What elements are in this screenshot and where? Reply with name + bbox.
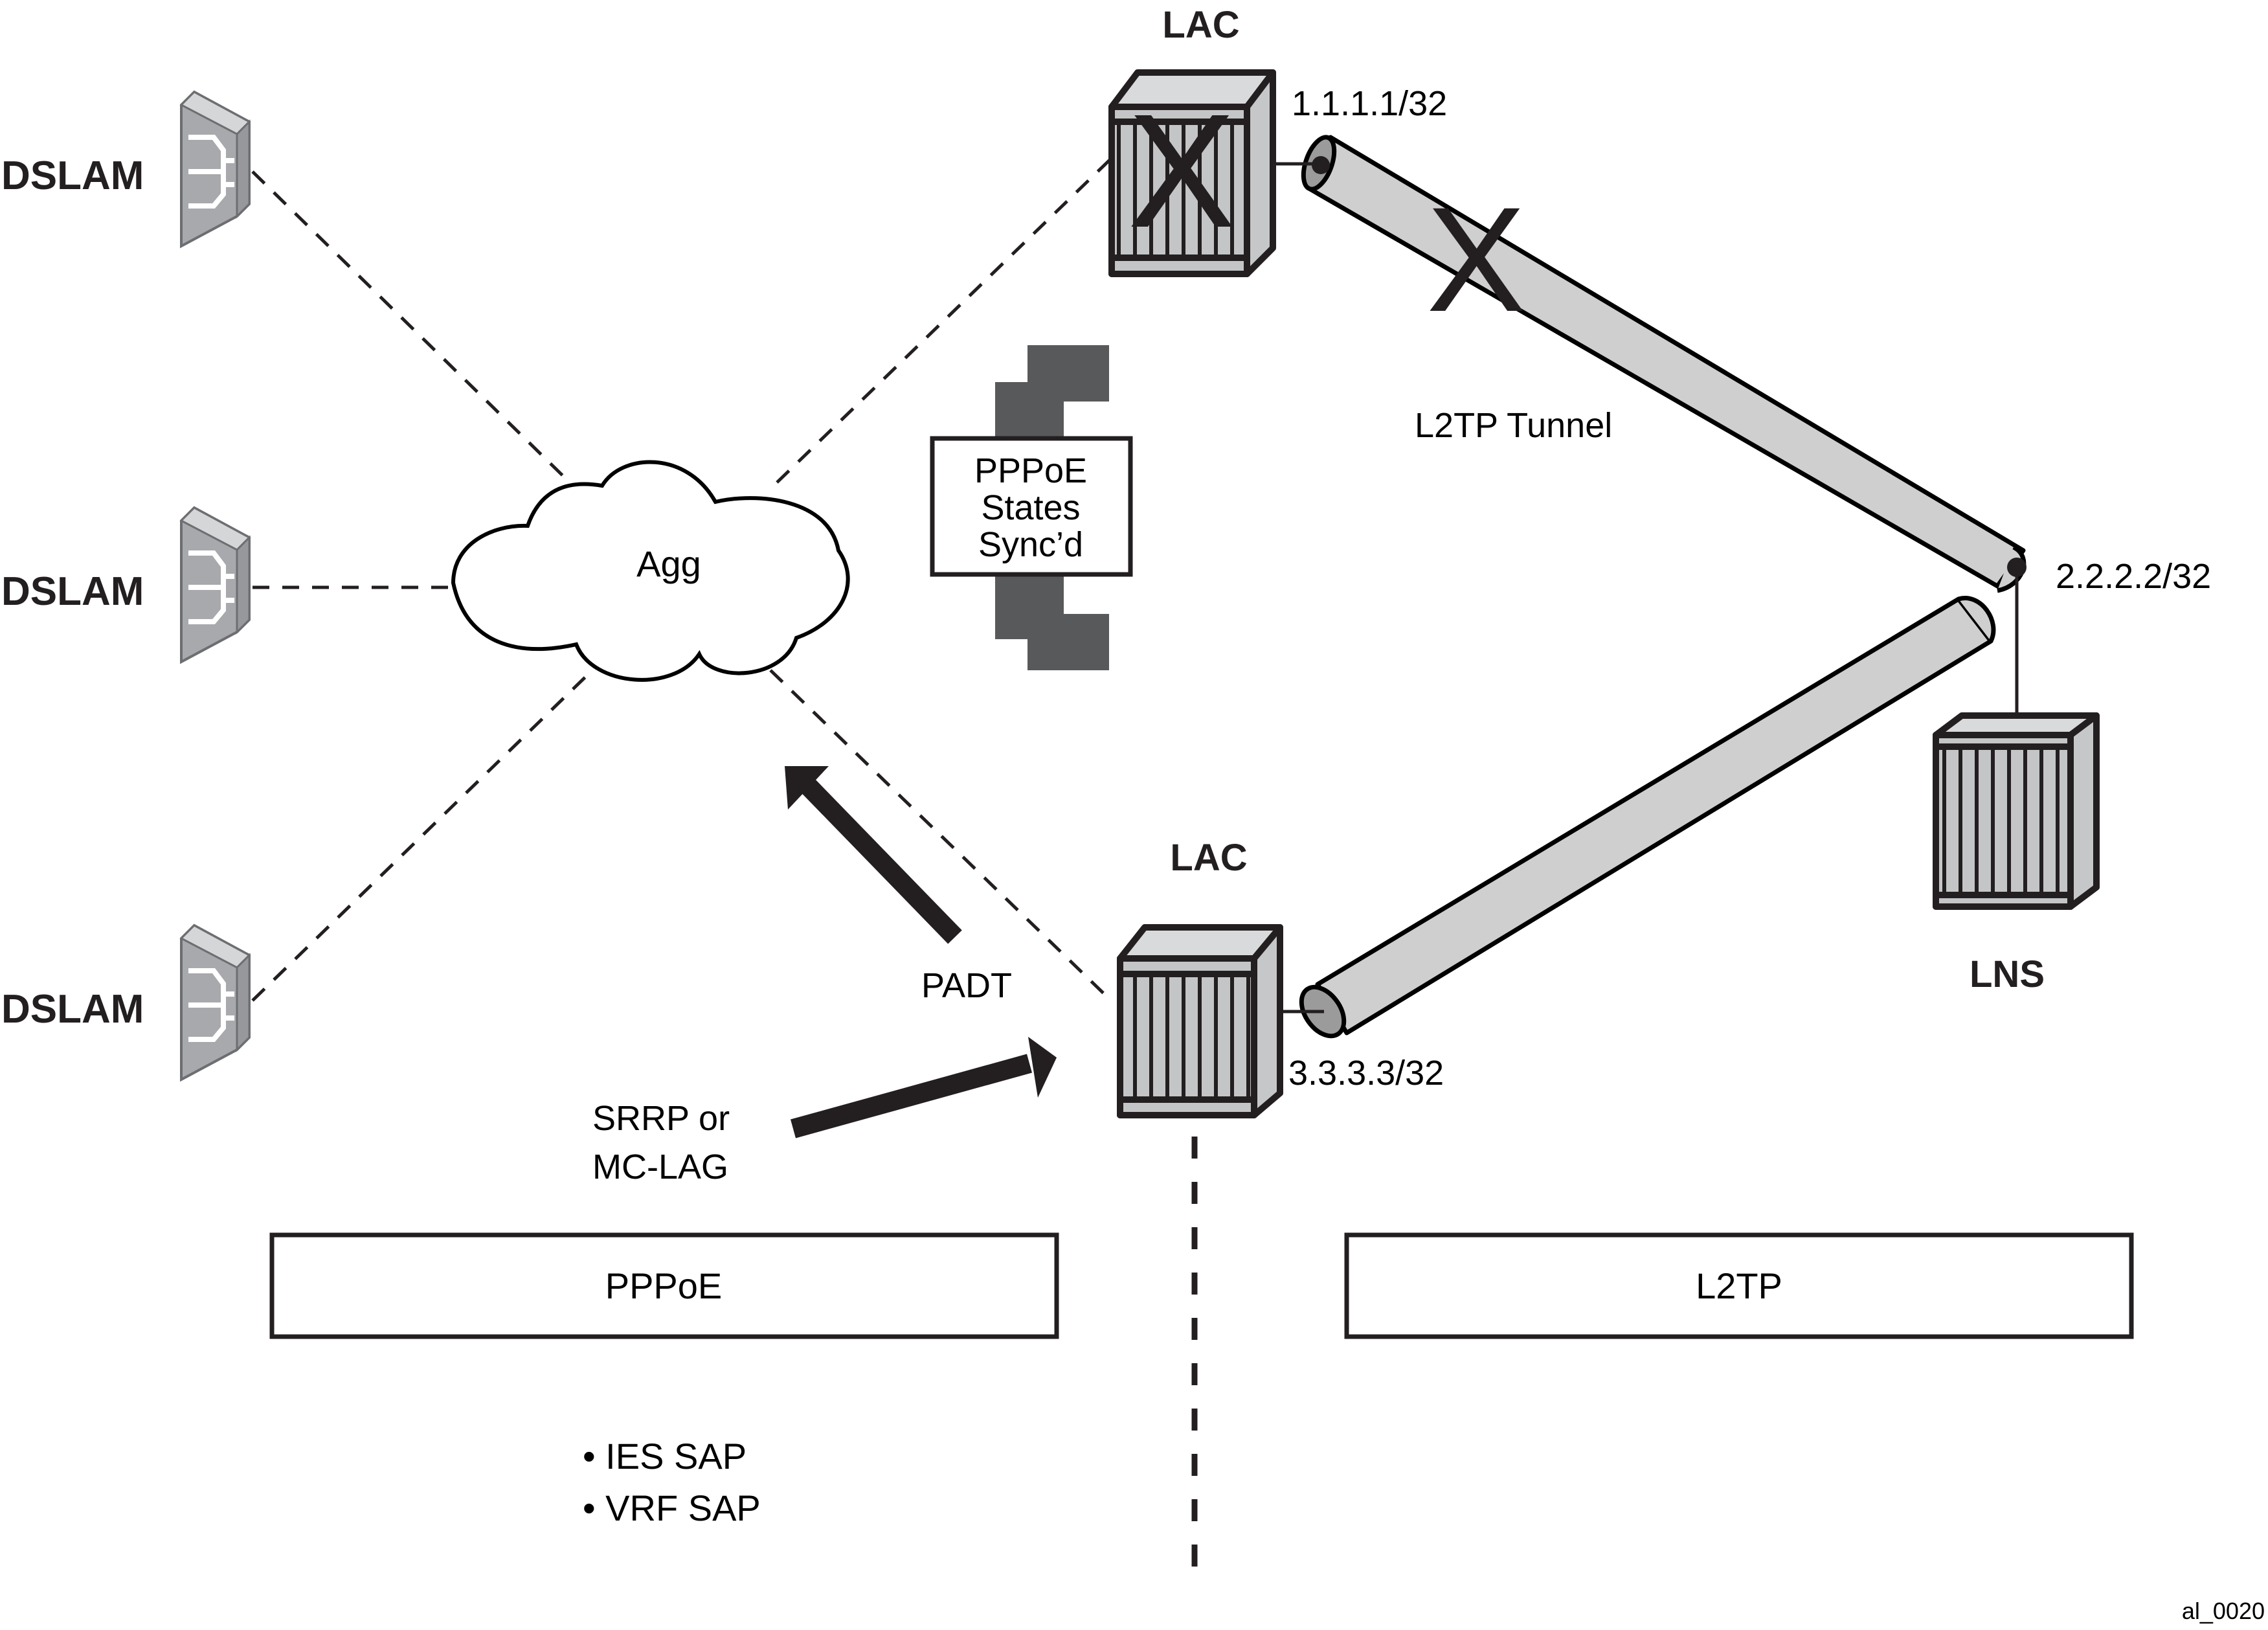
dslam-label: DSLAM bbox=[1, 987, 144, 1032]
srrp-arrow bbox=[790, 1037, 1057, 1138]
bullet-vrf-sap: • VRF SAP bbox=[583, 1488, 761, 1528]
tunnel-failure-x-icon: X bbox=[1426, 176, 1525, 343]
link-dslam3-agg bbox=[251, 666, 597, 1002]
tunnel-top-body bbox=[1305, 135, 2026, 589]
domain-pppoe: PPPoE bbox=[269, 1232, 1059, 1339]
sync-line-2: States bbox=[981, 488, 1080, 527]
domain-l2tp-label: L2TP bbox=[1696, 1265, 1782, 1306]
srrp-arrow-head bbox=[1028, 1037, 1057, 1098]
dslam-icon bbox=[179, 923, 251, 1082]
padt-arrow-shaft bbox=[792, 770, 962, 944]
lac-bottom[interactable]: LAC 3.3.3.3/32 bbox=[1117, 837, 1444, 1118]
domain-pppoe-label: PPPoE bbox=[605, 1265, 723, 1306]
agg-cloud[interactable]: Agg bbox=[451, 460, 850, 682]
dslam-icon bbox=[179, 506, 251, 664]
lac-bottom-label: LAC bbox=[1170, 837, 1247, 879]
sync-block-top-left bbox=[995, 382, 1064, 440]
dslam-label: DSLAM bbox=[1, 569, 144, 614]
padt-arrow bbox=[785, 766, 962, 944]
bullet-ies-sap: • IES SAP bbox=[583, 1436, 747, 1477]
link-agg-lac-bottom bbox=[769, 669, 1112, 1002]
sync-line-1: PPPoE bbox=[974, 451, 1087, 490]
srrp-label-line-2: MC-LAG bbox=[592, 1148, 728, 1186]
tunnel-top[interactable] bbox=[1297, 133, 2027, 593]
tunnel-label: L2TP Tunnel bbox=[1415, 406, 1612, 445]
dslam-1[interactable]: DSLAM bbox=[1, 90, 251, 249]
lns[interactable]: LNS bbox=[1933, 712, 2100, 995]
link-dslam1-agg bbox=[251, 170, 571, 484]
dashed-links bbox=[251, 157, 1198, 1574]
srrp-arrow-shaft bbox=[790, 1054, 1033, 1138]
lac-bottom-ip: 3.3.3.3/32 bbox=[1288, 1054, 1444, 1092]
cloud-shape bbox=[451, 460, 850, 682]
lac-top-label: LAC bbox=[1162, 4, 1239, 46]
lns-label: LNS bbox=[1970, 953, 2045, 995]
padt-arrow-head bbox=[785, 766, 829, 809]
lac-failure-x-icon: X bbox=[1128, 80, 1236, 261]
dslam-2[interactable]: DSLAM bbox=[1, 506, 251, 664]
sync-box bbox=[930, 436, 1133, 577]
endpoint-dot-lac-top bbox=[1312, 156, 1330, 174]
sync-indicator: PPPoE States Sync’d bbox=[930, 345, 1133, 670]
dslam-3[interactable]: DSLAM bbox=[1, 923, 251, 1082]
sync-block-bottom-right bbox=[1027, 614, 1109, 670]
tunnel-bottom[interactable] bbox=[1293, 596, 1996, 1044]
router-icon bbox=[1117, 924, 1283, 1118]
link-agg-lac-top bbox=[776, 157, 1112, 484]
lac-top-ip: 1.1.1.1/32 bbox=[1292, 84, 1447, 123]
srrp-label-line-1: SRRP or bbox=[592, 1099, 730, 1138]
router-icon bbox=[1108, 69, 1276, 277]
figure-id: al_0020 bbox=[2182, 1598, 2265, 1624]
cloud-label: Agg bbox=[636, 543, 701, 584]
lns-ip: 2.2.2.2/32 bbox=[2056, 557, 2211, 596]
endpoint-dot-lns bbox=[2007, 558, 2027, 577]
dslam-label: DSLAM bbox=[1, 153, 144, 198]
tunnel-bottom-right-cap bbox=[1958, 596, 1996, 642]
router-icon bbox=[1933, 712, 2100, 910]
dslam-icon bbox=[179, 90, 251, 249]
sync-line-3: Sync’d bbox=[978, 525, 1083, 564]
padt-label: PADT bbox=[921, 966, 1012, 1005]
lac-top[interactable]: LAC X 1.1.1.1/32 bbox=[1108, 4, 1447, 277]
domain-l2tp: L2TP bbox=[1344, 1232, 2134, 1339]
tunnel-bottom-body bbox=[1315, 596, 1993, 1036]
